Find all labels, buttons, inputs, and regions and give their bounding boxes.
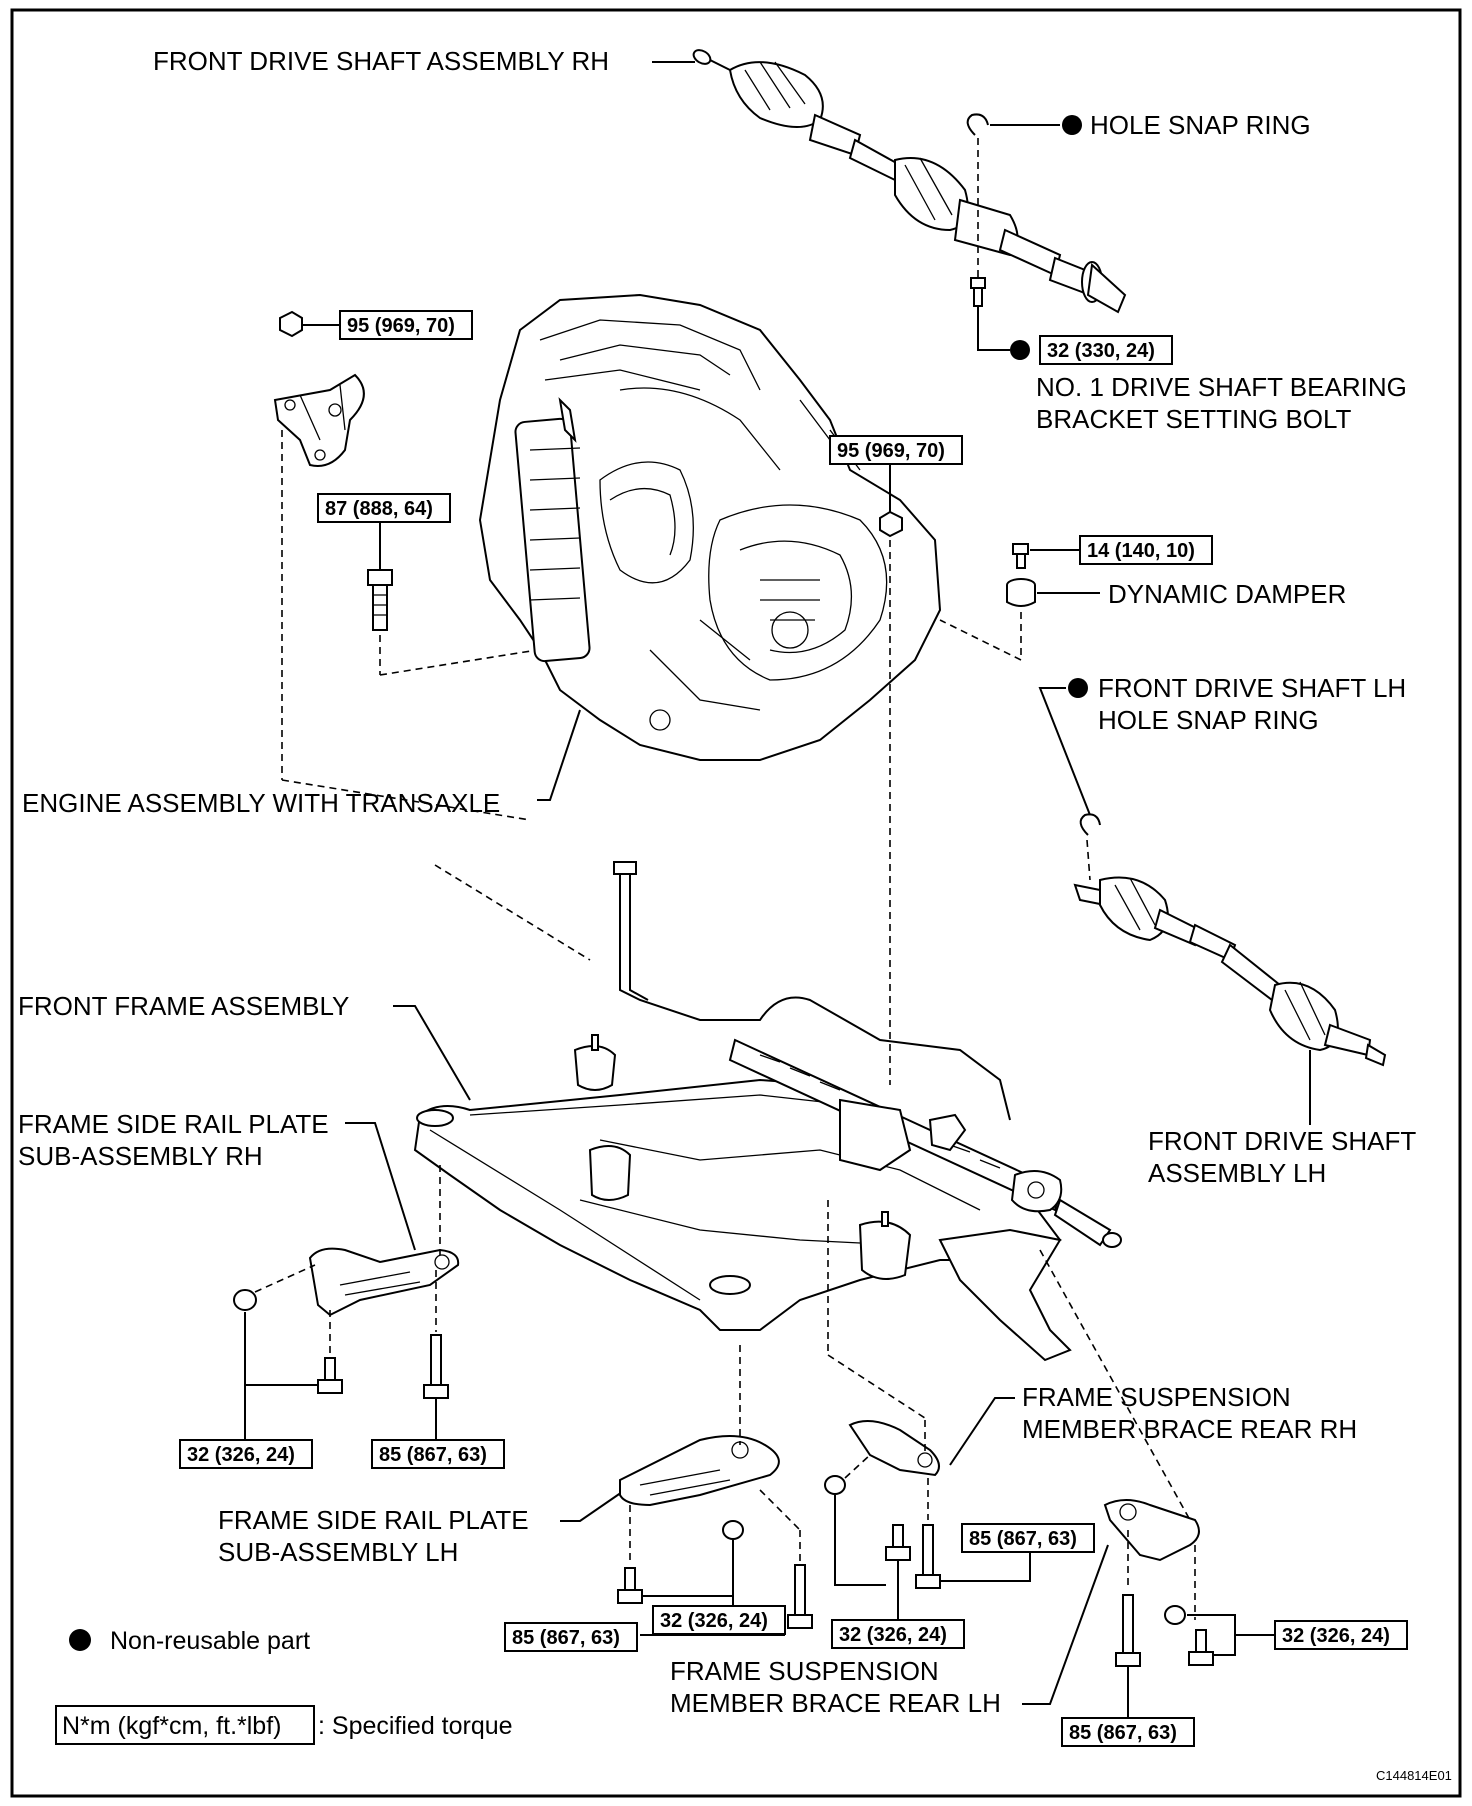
nut-brace-lh	[1164, 1605, 1186, 1625]
engine-assembly-illustration	[478, 293, 942, 761]
torque-box-32-326-24-rh: 32 (326, 24)	[179, 1439, 313, 1469]
side-rail-plate-lh-label-2: SUB-ASSEMBLY LH	[218, 1537, 458, 1567]
svg-text:14 (140, 10): 14 (140, 10)	[1087, 540, 1195, 562]
torque-box-95-969-70-center: 95 (969, 70)	[829, 435, 963, 465]
nut-top-left	[279, 310, 303, 338]
torque-box-14-140-10: 14 (140, 10)	[1079, 535, 1213, 565]
svg-text:85 (867, 63): 85 (867, 63)	[512, 1627, 620, 1649]
svg-text:32 (330, 24): 32 (330, 24)	[1047, 340, 1155, 362]
brace-rear-rh-label-2: MEMBER BRACE REAR RH	[1022, 1414, 1357, 1444]
torque-box-85-867-63-brace-lh: 85 (867, 63)	[1061, 1717, 1195, 1747]
engine-assembly-label: ENGINE ASSEMBLY WITH TRANSAXLE	[22, 788, 500, 818]
brace-rear-lh-label-1: FRAME SUSPENSION	[670, 1656, 939, 1686]
svg-text:95 (969, 70): 95 (969, 70)	[347, 315, 455, 337]
bolt-brace-rh-long	[915, 1524, 941, 1589]
torque-box-32-326-24-brace-lh: 32 (326, 24)	[1274, 1620, 1408, 1650]
hole-snap-ring-rh	[966, 113, 989, 136]
svg-text:32 (326, 24): 32 (326, 24)	[1282, 1625, 1390, 1647]
brace-rear-rh-part	[848, 1420, 940, 1477]
svg-text:87 (888, 64): 87 (888, 64)	[325, 498, 433, 520]
front-drive-shaft-rh-label: FRONT DRIVE SHAFT ASSEMBLY RH	[153, 46, 609, 76]
side-rail-plate-lh-part	[619, 1435, 780, 1507]
torque-box-85-867-63-rh: 85 (867, 63)	[371, 1439, 505, 1469]
svg-text:85 (867, 63): 85 (867, 63)	[379, 1444, 487, 1466]
svg-text:85 (867, 63): 85 (867, 63)	[969, 1528, 1077, 1550]
svg-text:85 (867, 63): 85 (867, 63)	[1069, 1722, 1177, 1744]
bearing-bracket-bolt-label-2: BRACKET SETTING BOLT	[1036, 404, 1352, 434]
non-reusable-marker	[1010, 340, 1030, 360]
front-frame-assembly-label: FRONT FRAME ASSEMBLY	[18, 991, 349, 1021]
bolt-rh-plate-long	[423, 1334, 449, 1399]
bearing-bracket-bolt-label-1: NO. 1 DRIVE SHAFT BEARING	[1036, 372, 1407, 402]
non-reusable-marker	[1068, 678, 1088, 698]
legend-torque-description: : Specified torque	[318, 1712, 513, 1740]
lh-snap-ring-label-2: HOLE SNAP RING	[1098, 705, 1319, 735]
bolt-brace-rh-short	[885, 1524, 911, 1561]
svg-text:32 (326, 24): 32 (326, 24)	[839, 1624, 947, 1646]
dynamic-damper-part	[1006, 578, 1036, 607]
torque-box-85-867-63-brace-rh: 85 (867, 63)	[961, 1523, 1095, 1553]
hole-snap-ring-lh	[1079, 813, 1101, 836]
non-reusable-marker	[1062, 115, 1082, 135]
diagram-border	[10, 8, 1462, 1798]
side-rail-plate-lh-label-1: FRAME SIDE RAIL PLATE	[218, 1505, 529, 1535]
front-drive-shaft-lh-label-1: FRONT DRIVE SHAFT	[1148, 1126, 1416, 1156]
nut-brace-rh	[824, 1475, 846, 1495]
front-drive-shaft-lh-label-2: ASSEMBLY LH	[1148, 1158, 1326, 1188]
torque-box-32-326-24-lh: 32 (326, 24)	[652, 1605, 786, 1635]
legend-non-reusable-text: Non-reusable part	[110, 1627, 310, 1655]
torque-box-32-326-24-brace-rh: 32 (326, 24)	[831, 1619, 965, 1649]
hole-snap-ring-label: HOLE SNAP RING	[1090, 110, 1311, 140]
bolt-brace-lh-short	[1188, 1629, 1214, 1666]
bolt-lh-plate-short	[617, 1567, 643, 1604]
svg-text:32 (326, 24): 32 (326, 24)	[187, 1444, 295, 1466]
bolt-87	[367, 569, 393, 631]
bearing-bracket-bolt	[970, 277, 986, 307]
svg-text:95 (969, 70): 95 (969, 70)	[837, 440, 945, 462]
front-frame-illustration	[413, 861, 1122, 1362]
side-rail-plate-rh-part	[308, 1247, 460, 1317]
bolt-brace-lh-long	[1115, 1594, 1141, 1667]
side-rail-plate-rh-label-1: FRAME SIDE RAIL PLATE	[18, 1109, 329, 1139]
bolt-lh-plate-long	[787, 1564, 813, 1629]
bolt-rh-plate-short	[317, 1357, 343, 1394]
front-drive-shaft-rh-illustration	[692, 49, 1127, 314]
torque-box-87-888-64: 87 (888, 64)	[317, 493, 451, 523]
engine-mount-bracket-rh	[273, 373, 365, 467]
torque-box-95-969-70-left: 95 (969, 70)	[339, 310, 473, 340]
dynamic-damper-label: DYNAMIC DAMPER	[1108, 579, 1346, 609]
svg-text:32 (326, 24): 32 (326, 24)	[660, 1610, 768, 1632]
legend-torque-unit: N*m (kgf*cm, ft.*lbf)	[62, 1712, 281, 1740]
front-drive-shaft-lh-illustration	[1073, 876, 1387, 1067]
nut-rh-plate	[233, 1289, 257, 1311]
figure-code: C144814E01	[1376, 1768, 1452, 1783]
brace-rear-rh-label-1: FRAME SUSPENSION	[1022, 1382, 1291, 1412]
torque-box-85-867-63-lh: 85 (867, 63)	[504, 1622, 638, 1652]
nut-lh-plate	[722, 1520, 744, 1540]
torque-box-32-330-24: 32 (330, 24)	[1039, 335, 1173, 365]
side-rail-plate-rh-label-2: SUB-ASSEMBLY RH	[18, 1141, 263, 1171]
brace-rear-lh-label-2: MEMBER BRACE REAR LH	[670, 1688, 1001, 1718]
legend-non-reusable-marker	[69, 1629, 91, 1651]
lh-snap-ring-label-1: FRONT DRIVE SHAFT LH	[1098, 673, 1406, 703]
legend-torque-box	[55, 1705, 315, 1745]
brace-rear-lh-part	[1103, 1499, 1200, 1562]
bolt-14	[1012, 543, 1029, 569]
nut-center	[879, 510, 903, 538]
